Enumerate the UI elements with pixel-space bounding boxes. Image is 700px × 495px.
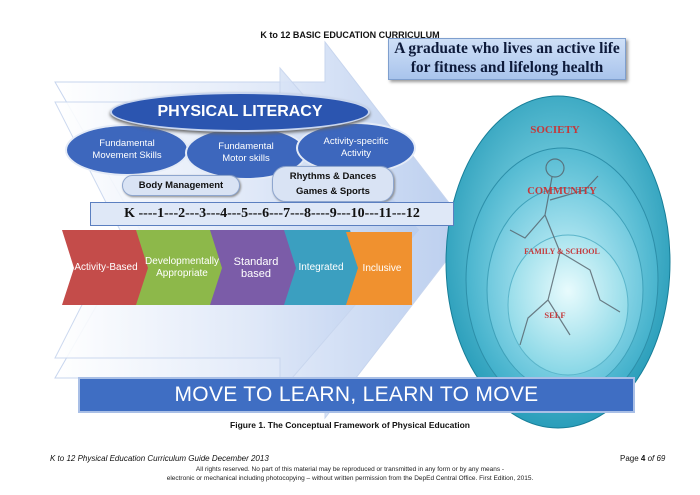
page-current: 4 xyxy=(640,454,646,463)
oval-label: Motor skills xyxy=(222,153,270,164)
page-prefix: Page xyxy=(620,454,641,463)
page-number: Page 4 of 69 xyxy=(620,454,665,463)
games-label: Games & Sports xyxy=(296,186,370,197)
chevron-integrated xyxy=(284,230,362,305)
community-label: COMMUNITY xyxy=(527,186,597,197)
chevron-label: Standard xyxy=(233,255,279,268)
page-suffix: of 69 xyxy=(645,454,666,463)
oval-label: Fundamental xyxy=(99,138,155,149)
chevron-activity-based xyxy=(62,230,152,305)
goal-box: A graduate who lives an active life for … xyxy=(388,38,626,80)
grade-level-bar: K ----1---2---3---4---5---6---7---8----9… xyxy=(90,202,454,226)
chevron-standard xyxy=(210,230,300,305)
chevron-label: Appropriate xyxy=(156,267,208,279)
self-circle xyxy=(507,234,629,376)
integrated-label: Integrated xyxy=(298,261,344,273)
rights-line-2: electronic or mechanical including photo… xyxy=(166,475,534,482)
self-label: SELF xyxy=(544,310,566,320)
rights-line-1: All rights reserved. No part of this mat… xyxy=(195,466,505,473)
physical-literacy-title: PHYSICAL LITERACY xyxy=(110,92,370,132)
chevron-label: based xyxy=(241,267,271,280)
chevron-inclusive xyxy=(346,232,412,305)
goal-line-2: for fitness and lifelong health xyxy=(410,59,604,76)
oval-label: Movement Skills xyxy=(92,150,162,161)
goal-line-1: A graduate who lives an active life xyxy=(394,40,620,57)
footer-guide-title: K to 12 Physical Education Curriculum Gu… xyxy=(50,454,269,463)
oval-label: Fundamental xyxy=(218,141,274,152)
inclusive-label: Inclusive xyxy=(362,262,402,274)
family-school-label: FAMILY & SCHOOL xyxy=(524,247,600,256)
chevron-label: Developmentally xyxy=(145,255,219,267)
body-management-pill: Body Management xyxy=(122,175,240,196)
activity-based-label: Activity-Based xyxy=(74,261,138,273)
chevron-developmentally xyxy=(136,230,226,305)
document-header: K to 12 BASIC EDUCATION CURRICULUM xyxy=(260,30,440,40)
figure-caption: Figure 1. The Conceptual Framework of Ph… xyxy=(230,420,470,430)
rhythms-label: Rhythms & Dances xyxy=(289,171,377,182)
runner-figure-icon xyxy=(509,158,621,346)
rhythms-games-pill: Rhythms & Dances Games & Sports xyxy=(272,166,394,202)
oval-label: Activity xyxy=(340,148,372,159)
move-to-learn-banner: MOVE TO LEARN, LEARN TO MOVE xyxy=(78,377,635,413)
oval-label: Activity-specific xyxy=(323,136,389,147)
society-label: SOCIETY xyxy=(530,124,580,136)
